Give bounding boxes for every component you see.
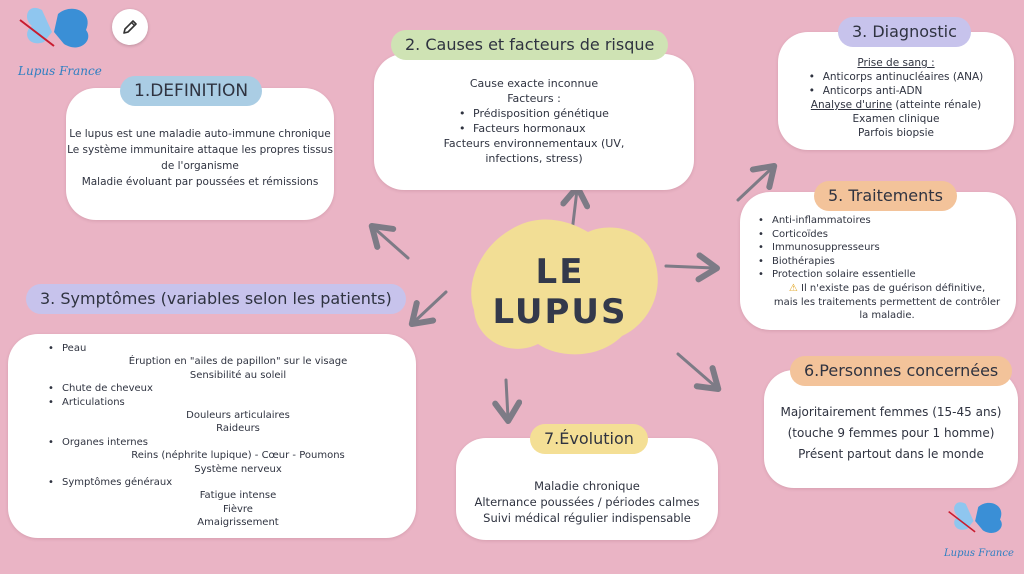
causes-line: Facteurs : [507, 92, 561, 105]
treatments-title: 5. Traitements [814, 181, 957, 211]
diagnostic-urine-heading: Analyse d'urine [810, 99, 893, 111]
butterfly-logo-icon [948, 502, 1002, 534]
treatments-warning-line1: Il n'existe pas de guérison définitive, [801, 282, 986, 294]
diagnostic-bullet: Anticorps antinucléaires (ANA) [809, 70, 984, 84]
logo-text: Lupus France [18, 64, 102, 78]
symptom-group-label: Symptômes généraux [48, 476, 416, 490]
butterfly-logo-icon [19, 7, 89, 48]
causes-title: 2. Causes et facteurs de risque [391, 30, 669, 60]
symptom-group-label: Chute de cheveux [48, 382, 416, 396]
symptom-item: Sensibilité au soleil [189, 369, 287, 381]
treatments-warning-line3: la maladie. [859, 310, 915, 322]
evolution-text: Maladie chronique Alternance poussées / … [456, 478, 718, 526]
symptoms-text: Peau Éruption en "ailes de papillon" sur… [48, 342, 416, 530]
diagnostic-card: Prise de sang : Anticorps antinucléaires… [778, 32, 1014, 150]
symptom-item: Amaigrissement [197, 517, 279, 529]
warning-icon: ⚠ [788, 282, 798, 294]
causes-text: Cause exacte inconnue Facteurs : Prédisp… [374, 76, 694, 166]
treatments-card: Anti-inflammatoires Corticoïdes Immunosu… [740, 192, 1016, 330]
arrow-to-definition [368, 223, 410, 260]
definition-line: Le système immunitaire attaque les propr… [67, 144, 333, 156]
symptom-item: Douleurs articulaires [186, 410, 290, 422]
definition-line: Le lupus est une maladie auto-immune chr… [69, 128, 331, 140]
diagnostic-urine-note: (atteinte rénale) [892, 99, 982, 111]
diagnostic-bullet: Anticorps anti-ADN [809, 84, 984, 98]
people-card: Majoritairement femmes (15-45 ans) (touc… [764, 370, 1018, 488]
people-line: Présent partout dans le monde [798, 447, 984, 461]
causes-line: infections, stress) [485, 152, 583, 165]
arrow-to-diagnostic [736, 162, 778, 202]
causes-bullets: Prédisposition génétique Facteurs hormon… [459, 106, 609, 136]
symptom-item: Fièvre [223, 503, 253, 515]
lupus-france-logo-bottom: Lupus France [944, 494, 1016, 568]
people-title: 6.Personnes concernées [790, 356, 1013, 386]
symptom-item: Système nerveux [194, 463, 282, 475]
diagnostic-line: Examen clinique [852, 113, 940, 125]
symptom-item: Raideurs [216, 423, 260, 435]
symptom-item: Reins (néphrite lupique) - Cœur - Poumon… [131, 450, 345, 462]
evolution-line: Maladie chronique [534, 479, 640, 493]
causes-card: Cause exacte inconnue Facteurs : Prédisp… [374, 54, 694, 190]
arrow-to-treatments [664, 252, 720, 283]
people-line: Majoritairement femmes (15-45 ans) [780, 405, 1002, 419]
definition-title: 1.DEFINITION [120, 76, 263, 106]
evolution-line: Suivi médical régulier indispensable [483, 511, 691, 525]
causes-line: Facteurs environnementaux (UV, [443, 137, 625, 150]
symptoms-list: Peau Éruption en "ailes de papillon" sur… [48, 342, 416, 530]
diagnostic-line: Parfois biopsie [858, 127, 934, 139]
symptoms-title: 3. Symptômes (variables selon les patien… [26, 284, 406, 314]
treatment-item: Corticoïdes [758, 228, 1006, 242]
diagnostic-text: Prise de sang : Anticorps antinucléaires… [778, 56, 1014, 140]
lupus-france-logo: Lupus France [14, 2, 104, 88]
arrow-to-people [676, 352, 722, 392]
symptom-item: Éruption en "ailes de papillon" sur le v… [128, 356, 348, 368]
treatment-item: Immunosuppresseurs [758, 241, 1006, 255]
people-line: (touche 9 femmes pour 1 homme) [787, 426, 995, 440]
symptom-group-label: Organes internes [48, 436, 416, 450]
diagnostic-urine: Analyse d'urine (atteinte rénale) [778, 98, 1014, 112]
diagnostic-title: 3. Diagnostic [838, 17, 971, 47]
definition-line: Maladie évoluant par poussées et rémissi… [81, 176, 319, 188]
logo-text: Lupus France [944, 548, 1014, 559]
treatments-warning: ⚠ Il n'existe pas de guérison définitive… [768, 282, 1006, 323]
causes-bullet: Prédisposition génétique [459, 106, 609, 121]
symptom-item: Fatigue intense [199, 490, 277, 502]
center-title-line2: LUPUS [492, 292, 628, 332]
treatments-list: Anti-inflammatoires Corticoïdes Immunosu… [758, 214, 1006, 282]
treatment-item: Anti-inflammatoires [758, 214, 1006, 228]
evolution-title: 7.Évolution [530, 424, 648, 454]
treatment-item: Biothérapies [758, 255, 1006, 269]
definition-text: Le lupus est une maladie auto-immune chr… [66, 126, 334, 190]
symptom-group-label: Peau [48, 342, 416, 356]
diagnostic-blood-heading: Prise de sang : [857, 57, 935, 69]
center-blob [471, 219, 658, 355]
treatments-warning-line2: mais les traitements permettent de contr… [773, 296, 1001, 308]
evolution-line: Alternance poussées / périodes calmes [474, 495, 700, 509]
arrow-to-evolution [492, 378, 523, 424]
causes-line: Cause exacte inconnue [469, 77, 599, 90]
center-title: LE LUPUS [490, 252, 630, 332]
treatment-item: Protection solaire essentielle [758, 268, 1006, 282]
arrow-to-symptoms [408, 290, 448, 328]
definition-line: de l'organisme [161, 160, 239, 172]
treatments-text: Anti-inflammatoires Corticoïdes Immunosu… [758, 214, 1006, 323]
symptom-group-label: Articulations [48, 396, 416, 410]
symptoms-card: Peau Éruption en "ailes de papillon" sur… [8, 334, 416, 538]
definition-card: Le lupus est une maladie auto-immune chr… [66, 88, 334, 220]
people-text: Majoritairement femmes (15-45 ans) (touc… [764, 402, 1018, 465]
center-title-line1: LE [535, 252, 585, 292]
pencil-icon [123, 20, 137, 34]
evolution-card: Maladie chronique Alternance poussées / … [456, 438, 718, 540]
edit-button[interactable] [112, 9, 148, 45]
causes-bullet: Facteurs hormonaux [459, 121, 609, 136]
diagnostic-bullets: Anticorps antinucléaires (ANA) Anticorps… [809, 70, 984, 98]
